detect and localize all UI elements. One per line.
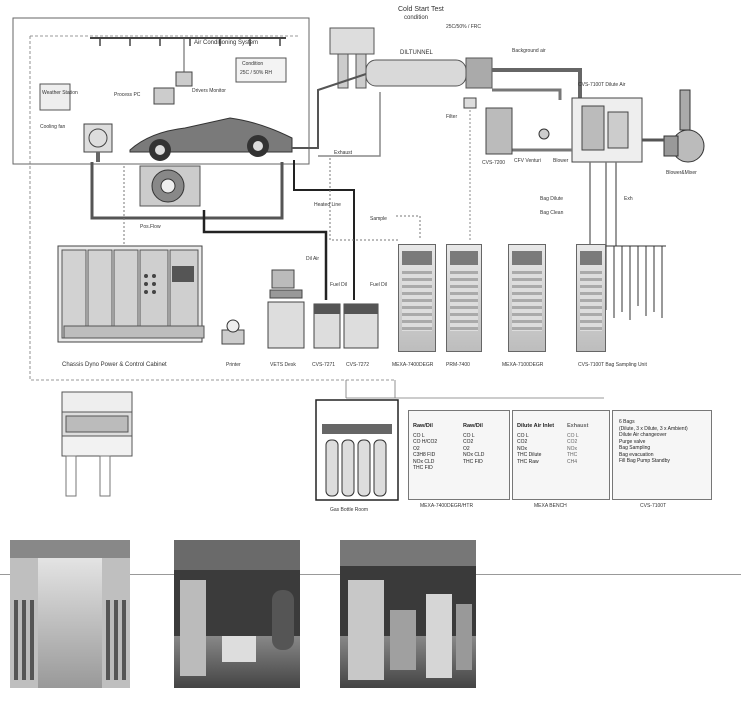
bench-col2-title: Exhaust [567,423,589,429]
cvs-item: Bag evacuation [619,451,654,458]
bench-col-1: Dilute Air Inlet CO L CO2 NOx THC Dilute… [517,423,554,465]
drivers-monitor-label: Drivers Monitor [192,88,226,94]
fuel-dil-label: Fuel Dil [330,282,347,288]
bench-col1-title: Dilute Air Inlet [517,423,555,429]
analyzer-col-2: Raw/Dil CO L CO2 O2 NOx CLD THC FID [463,423,484,465]
exhaust-label: Exhaust [334,150,353,156]
cfv-venturi-label: CFV Venturi [514,158,541,164]
cvs-item: Purge valve [619,438,646,445]
analyzer-col1-item: NOx CLD [413,458,435,465]
test-cell-photo [174,540,300,688]
cvs-col: 6 Bags (Dilute, 3 x Dilute, 3 x Ambient)… [619,419,688,465]
chassis-dyno-cabinet-label: Chassis Dyno Power & Control Cabinet [62,362,167,368]
cvs-bag-unit-label: CVS-7100T Bag Sampling Unit [578,362,647,368]
sample-line-label: Sample [370,216,387,222]
analyzer-col1-item: THC FID [413,465,433,471]
cvs-7272-label: CVS-7272 [346,362,370,368]
cvs-item: Dilute Air changeover [619,432,667,438]
bench-col2-item: CO L [567,432,579,439]
analyzer-col1-item: CO L [413,432,425,439]
analyzer-col1-title: Raw/Dil [413,423,433,429]
weather-station-label: Weather Station [42,90,78,96]
cvs-item: Fill Bag Pump Standby [619,458,670,464]
fuel-dil-label-2: Fuel Dil [370,282,387,288]
mexa-7400-rack [398,244,436,352]
lab-layout-diagram [12,17,705,501]
exhaust-pipe-label: Exh [624,196,633,202]
background-air-label: Background air [512,48,546,54]
cvs-7200-label: CVS-7200 [482,160,506,166]
analyzer-col2-item: CO L [463,432,475,439]
dilution-tunnel-label: DILTUNNEL [400,50,433,56]
printer-label: Printer [226,362,241,368]
pos-flow-label: Pos.Flow [140,224,161,230]
bench-col1-item: CO L [517,432,529,439]
mexa-analyzer-label: MEXA-7400DEGR/HTR [420,503,474,509]
bench-panel: Dilute Air Inlet CO L CO2 NOx THC Dilute… [512,410,610,500]
analyzer-col2-item: O2 [463,445,470,452]
cold-start-test-label: Cold Start Test [398,6,444,13]
bench-col2-item: NOx [567,445,577,452]
bench-col1-item: NOx [517,445,527,452]
gas-bottle-room-label: Gas Bottle Room [330,507,369,513]
prm-7400-rack [446,244,482,352]
analyzer-col2-title: Raw/Dil [463,423,483,429]
bench-col2-item: CH4 [567,458,578,465]
bench-col2-item: CO2 [567,439,578,445]
analyzer-col1-item: CO H/CO2 [413,439,438,445]
analyzer-col2-item: CO2 [463,439,474,445]
heated-line-label: Heated Line [314,202,341,208]
analyzer-panel: Raw/Dil CO L CO H/CO2 O2 C3H8 FID NOx CL… [408,410,510,500]
cvs-header-label: CVS-7100T Dilute Air [578,82,626,88]
cvs-item: Bag Sampling [619,445,651,451]
cvs-7100t-label: CVS-7100T [640,503,667,509]
cvs-panel: 6 Bags (Dilute, 3 x Dilute, 3 x Ambient)… [612,410,712,500]
gas-room-photo [10,540,130,688]
condition-box-label: Condition [242,61,264,67]
cvs-item: (Dilute, 3 x Dilute, 3 x Ambient) [619,425,688,432]
blower-mix-label: Blower&Mixer [666,170,697,176]
condition-values-label: 25C/50% / FRC [446,24,482,30]
analyzer-col2-item: THC FID [463,458,483,465]
bench-col2-item: THC [567,452,578,458]
analyzer-col2-item: NOx CLD [463,452,485,458]
bench-col1-item: CO2 [517,439,528,445]
cvs-7271-label: CVS-7271 [312,362,336,368]
cvs-item: 6 Bags [619,419,635,425]
mexa-7100-label: MEXA-7100DEGR [502,362,544,368]
filter-label: Filter [446,114,458,120]
cooling-fan-label: Cooling fan [40,124,66,130]
blower-label: Blower [553,158,569,164]
bench-col1-item: THC Dilute [517,452,542,458]
vets-desk-label: VETS Desk [270,362,296,368]
air-conditioning-system-label: Air Conditioning System [194,40,259,46]
prm-7400-label: PRM-7400 [446,362,470,368]
mexa-7100-rack [508,244,546,352]
analyzer-room-photo [340,540,476,688]
cvs-bag-unit-rack [576,244,606,352]
analyzer-col1-item: O2 [413,445,420,452]
process-pc-label: Process PC [114,92,141,98]
dil-air-label: Dil Air [306,256,320,262]
bag-dilute-label: Bag Dilute [540,196,564,202]
bench-col1-item: THC Raw [517,458,539,465]
bag-clean-label: Bag Clean [540,210,564,216]
analyzer-col1-item: C3H8 FID [413,452,436,458]
condition-label: condition [404,15,429,21]
condition-box-values: 25C / 50% RH [240,70,272,76]
mexa-bench-label: MEXA BENCH [534,503,567,509]
bench-col-2: Exhaust CO L CO2 NOx THC CH4 [567,423,588,465]
analyzer-col-1: Raw/Dil CO L CO H/CO2 O2 C3H8 FID NOx CL… [413,423,437,472]
mexa-7400-label: MEXA-7400DEGR [392,362,434,368]
